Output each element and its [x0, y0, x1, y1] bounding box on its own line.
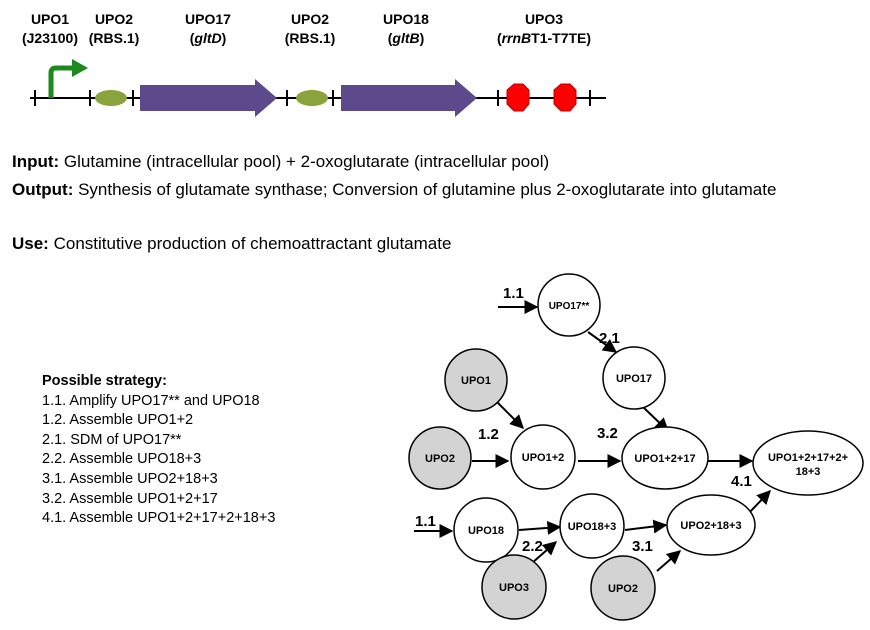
part-label-upo2-second: UPO2 (RBS.1): [255, 10, 365, 48]
node-upo1: UPO1: [444, 348, 508, 412]
node-label: UPO3: [499, 582, 529, 594]
cds-arrow-gltb-icon: [341, 79, 477, 117]
node-label: UPO1: [461, 375, 491, 387]
step-label: 2.1: [599, 330, 620, 347]
part-name: UPO2: [290, 11, 330, 27]
node-label-line2: 18+3: [796, 466, 821, 478]
part-name: UPO1: [30, 11, 70, 27]
step-label: 3.1: [632, 538, 653, 555]
strategy-list: Possible strategy: 1.1. Amplify UPO17** …: [42, 372, 275, 529]
node-label: UPO2: [608, 583, 638, 595]
output-label: Output:: [12, 180, 74, 199]
promoter-arrow-icon: [48, 59, 88, 98]
arrow: [496, 401, 524, 429]
node-label: UPO17: [616, 373, 652, 385]
step-label: 3.2: [597, 425, 618, 442]
strategy-step: 2.2. Assemble UPO18+3: [42, 451, 202, 468]
part-subtitle: (RBS.1): [284, 30, 336, 46]
step-label: 1.1: [415, 513, 436, 530]
part-subtitle: (gltD): [189, 30, 227, 46]
part-label-upo1: UPO1 (J23100): [0, 10, 105, 48]
step-label: 4.1: [731, 473, 752, 490]
arrow: [624, 519, 668, 534]
node-upo1-2: UPO1+2: [510, 424, 576, 490]
node-upo17: UPO17: [602, 346, 666, 410]
output-text: Synthesis of glutamate synthase; Convers…: [73, 180, 777, 199]
part-subtitle: (RBS.1): [88, 30, 140, 46]
step-label: 1.1: [503, 285, 524, 302]
step-label: 2.2: [522, 538, 543, 555]
part-label-upo2: UPO2 (RBS.1): [59, 10, 169, 48]
input-label: Input:: [12, 152, 60, 171]
node-upo3: UPO3: [481, 554, 547, 620]
part-subtitle: (J23100): [21, 30, 79, 46]
rbs-ellipse-icon: [95, 90, 127, 106]
strategy-step: 3.2. Assemble UPO1+2+17: [42, 490, 218, 507]
node-label: UPO1+2: [522, 452, 565, 464]
strategy-step: 1.2. Assemble UPO1+2: [42, 412, 194, 429]
node-upo2: UPO2: [408, 426, 472, 490]
node-label: UPO17**: [549, 301, 590, 312]
step-label: 1.2: [478, 426, 499, 443]
arrow: [518, 520, 562, 535]
genetic-construct-diagram: [30, 59, 606, 117]
part-label-upo18: UPO18 (gltB): [351, 10, 461, 48]
part-boundaries: [34, 90, 591, 106]
arrow: [747, 489, 771, 515]
node-upo2-18-3: UPO2+18+3: [666, 494, 756, 556]
cds-arrow-gltd-icon: [140, 79, 277, 117]
terminator-octagon-icon: [506, 83, 530, 112]
part-name: UPO18: [383, 11, 429, 27]
part-label-upo3: UPO3 (rrnBT1-T7TE): [484, 10, 604, 48]
input-line: Input: Glutamine (intracellular pool) + …: [12, 150, 862, 174]
strategy-heading: Possible strategy:: [42, 373, 167, 389]
strategy-step: 1.1. Amplify UPO17** and UPO18: [42, 392, 260, 409]
node-label: UPO2+18+3: [680, 520, 741, 532]
part-subtitle: (rrnBT1-T7TE): [496, 30, 592, 46]
part-name: UPO17: [185, 11, 231, 27]
node-upo2-second: UPO2: [590, 555, 656, 621]
strategy-step: 4.1. Assemble UPO1+2+17+2+18+3: [42, 510, 276, 527]
part-subtitle: (gltB): [387, 30, 425, 46]
node-label: UPO1+2+17+2+: [768, 452, 848, 464]
arrow: [587, 331, 618, 353]
node-label: UPO18+3: [568, 521, 617, 533]
use-label: Use:: [12, 234, 49, 253]
node-label: UPO2: [425, 453, 455, 465]
node-upo1-2-17: UPO1+2+17: [621, 426, 709, 490]
input-text: Glutamine (intracellular pool) + 2-oxogl…: [59, 152, 550, 171]
node-label: UPO1+2+17: [634, 453, 695, 465]
strategy-step: 3.1. Assemble UPO2+18+3: [42, 470, 218, 487]
strategy-step: 2.1. SDM of UPO17**: [42, 431, 182, 448]
terminator-octagon-icon: [553, 83, 577, 112]
rbs-ellipse-icon: [296, 90, 328, 106]
node-upo18-3: UPO18+3: [559, 493, 625, 559]
part-name: UPO2: [94, 11, 134, 27]
node-upo17-mutant: UPO17**: [537, 273, 601, 337]
output-line: Output: Synthesis of glutamate synthase;…: [12, 178, 862, 202]
use-line: Use: Constitutive production of chemoatt…: [12, 232, 862, 256]
arrow: [656, 550, 682, 572]
arrow: [531, 541, 558, 564]
part-name: UPO3: [524, 11, 564, 27]
node-final-construct: UPO1+2+17+2+ 18+3: [752, 430, 864, 496]
part-label-upo17: UPO17 (gltD): [153, 10, 263, 48]
node-label: UPO18: [468, 525, 504, 537]
use-text: Constitutive production of chemoattracta…: [48, 234, 452, 253]
node-upo18: UPO18: [453, 497, 519, 563]
